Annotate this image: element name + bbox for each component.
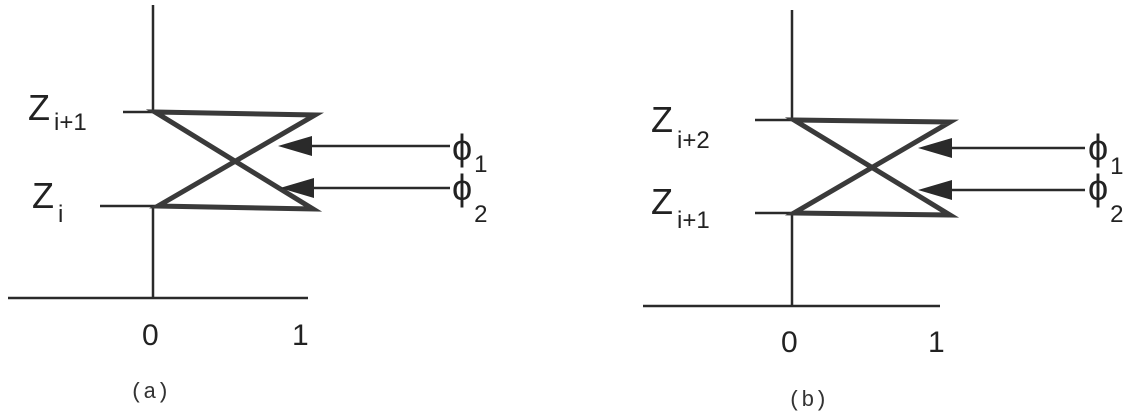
x-tick-1: 1 xyxy=(292,319,309,352)
upper-level-label: Zi+2 xyxy=(651,99,710,154)
phi2-label: ϕ2 xyxy=(452,167,488,228)
phi2-label: ϕ2 xyxy=(1088,167,1124,228)
upper-level-subscript: i+1 xyxy=(54,109,87,136)
phi1-subscript: 1 xyxy=(1110,153,1123,180)
phi2-arrowhead xyxy=(918,180,952,200)
bowtie-shape xyxy=(145,109,325,212)
x-tick-0: 0 xyxy=(781,326,798,359)
phi1-label: ϕ1 xyxy=(1088,127,1124,180)
x-tick-1: 1 xyxy=(928,326,945,359)
upper-level-subscript: i+2 xyxy=(677,127,710,154)
lower-level-subscript: i xyxy=(58,201,63,228)
panel-caption: (b) xyxy=(788,388,828,413)
panel-caption: (a) xyxy=(130,380,170,405)
phi2-subscript: 2 xyxy=(1110,201,1123,228)
phi1-arrowhead xyxy=(918,138,952,158)
lower-level-subscript: i+1 xyxy=(677,207,710,234)
phi1-arrowhead xyxy=(278,136,312,156)
phi1-subscript: 1 xyxy=(474,151,487,178)
phi2-subscript: 2 xyxy=(474,201,487,228)
phi1-label: ϕ1 xyxy=(452,127,488,178)
x-tick-0: 0 xyxy=(142,319,159,352)
bowtie-shape xyxy=(784,117,960,218)
phi2-arrowhead xyxy=(280,178,314,198)
